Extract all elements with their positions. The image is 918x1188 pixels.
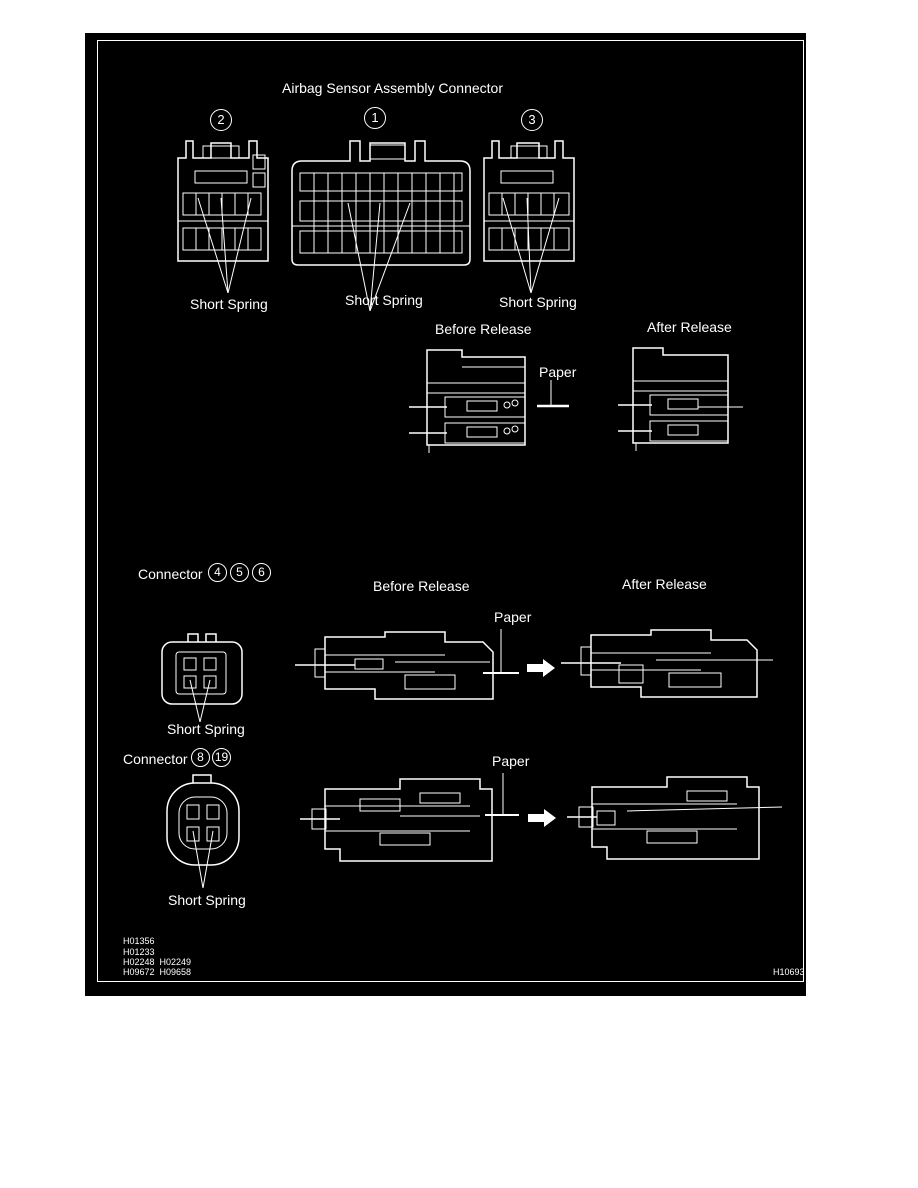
before-release-section-upper	[409, 349, 526, 453]
short-spring-label-1: Short Spring	[345, 292, 423, 308]
short-spring-label-8-19: Short Spring	[168, 892, 246, 908]
connector-number-2: 2	[210, 109, 232, 131]
arrow-icon-2	[528, 809, 556, 827]
diagram-panel: Airbag Sensor Assembly Connector 2 1 3	[85, 33, 806, 996]
connector-group-b-prefix: Connector	[123, 751, 188, 767]
paper-marker-lower-1	[483, 629, 519, 674]
after-release-section-lower-1	[561, 629, 773, 698]
reference-code-4: H09672 H09658	[123, 967, 192, 977]
diagram-title: Airbag Sensor Assembly Connector	[282, 80, 503, 96]
diagram-frame	[97, 40, 804, 982]
arrow-icon-1	[527, 659, 555, 677]
figure-code: H10693	[773, 967, 805, 977]
connector-number-8: 8	[191, 748, 210, 767]
connector-2-drawing	[177, 140, 269, 294]
connector-8-19-drawing	[166, 774, 240, 889]
reference-code-3: H02248 H02249	[123, 957, 192, 967]
before-release-label-upper: Before Release	[435, 321, 532, 337]
short-spring-label-4-5-6: Short Spring	[167, 721, 245, 737]
before-release-section-lower-1	[295, 631, 494, 700]
connector-number-4: 4	[208, 563, 227, 582]
connector-number-6: 6	[252, 563, 271, 582]
short-spring-label-2: Short Spring	[190, 296, 268, 312]
after-release-section-lower-2	[567, 776, 783, 860]
reference-code-2: H01233	[123, 947, 155, 957]
connector-4-5-6-drawing	[161, 633, 243, 723]
after-release-section-upper	[618, 347, 743, 451]
before-release-label-lower: Before Release	[373, 578, 470, 594]
paper-label-lower-1: Paper	[494, 609, 532, 625]
connector-number-19: 19	[212, 748, 231, 767]
paper-label-lower-2: Paper	[492, 753, 530, 769]
paper-marker-upper	[537, 380, 569, 408]
connector-group-a-prefix: Connector	[138, 566, 203, 582]
reference-code-1: H01356	[123, 936, 155, 946]
before-release-section-lower-2	[300, 778, 493, 862]
connector-1-drawing	[291, 140, 471, 312]
connector-number-1: 1	[364, 107, 386, 129]
paper-label-upper: Paper	[539, 364, 577, 380]
after-release-label-lower: After Release	[622, 576, 707, 592]
connector-number-5: 5	[230, 563, 249, 582]
short-spring-label-3: Short Spring	[499, 294, 577, 310]
connector-3-drawing	[483, 140, 575, 294]
after-release-label-upper: After Release	[647, 319, 732, 335]
connector-number-3: 3	[521, 109, 543, 131]
paper-marker-lower-2	[485, 773, 519, 816]
